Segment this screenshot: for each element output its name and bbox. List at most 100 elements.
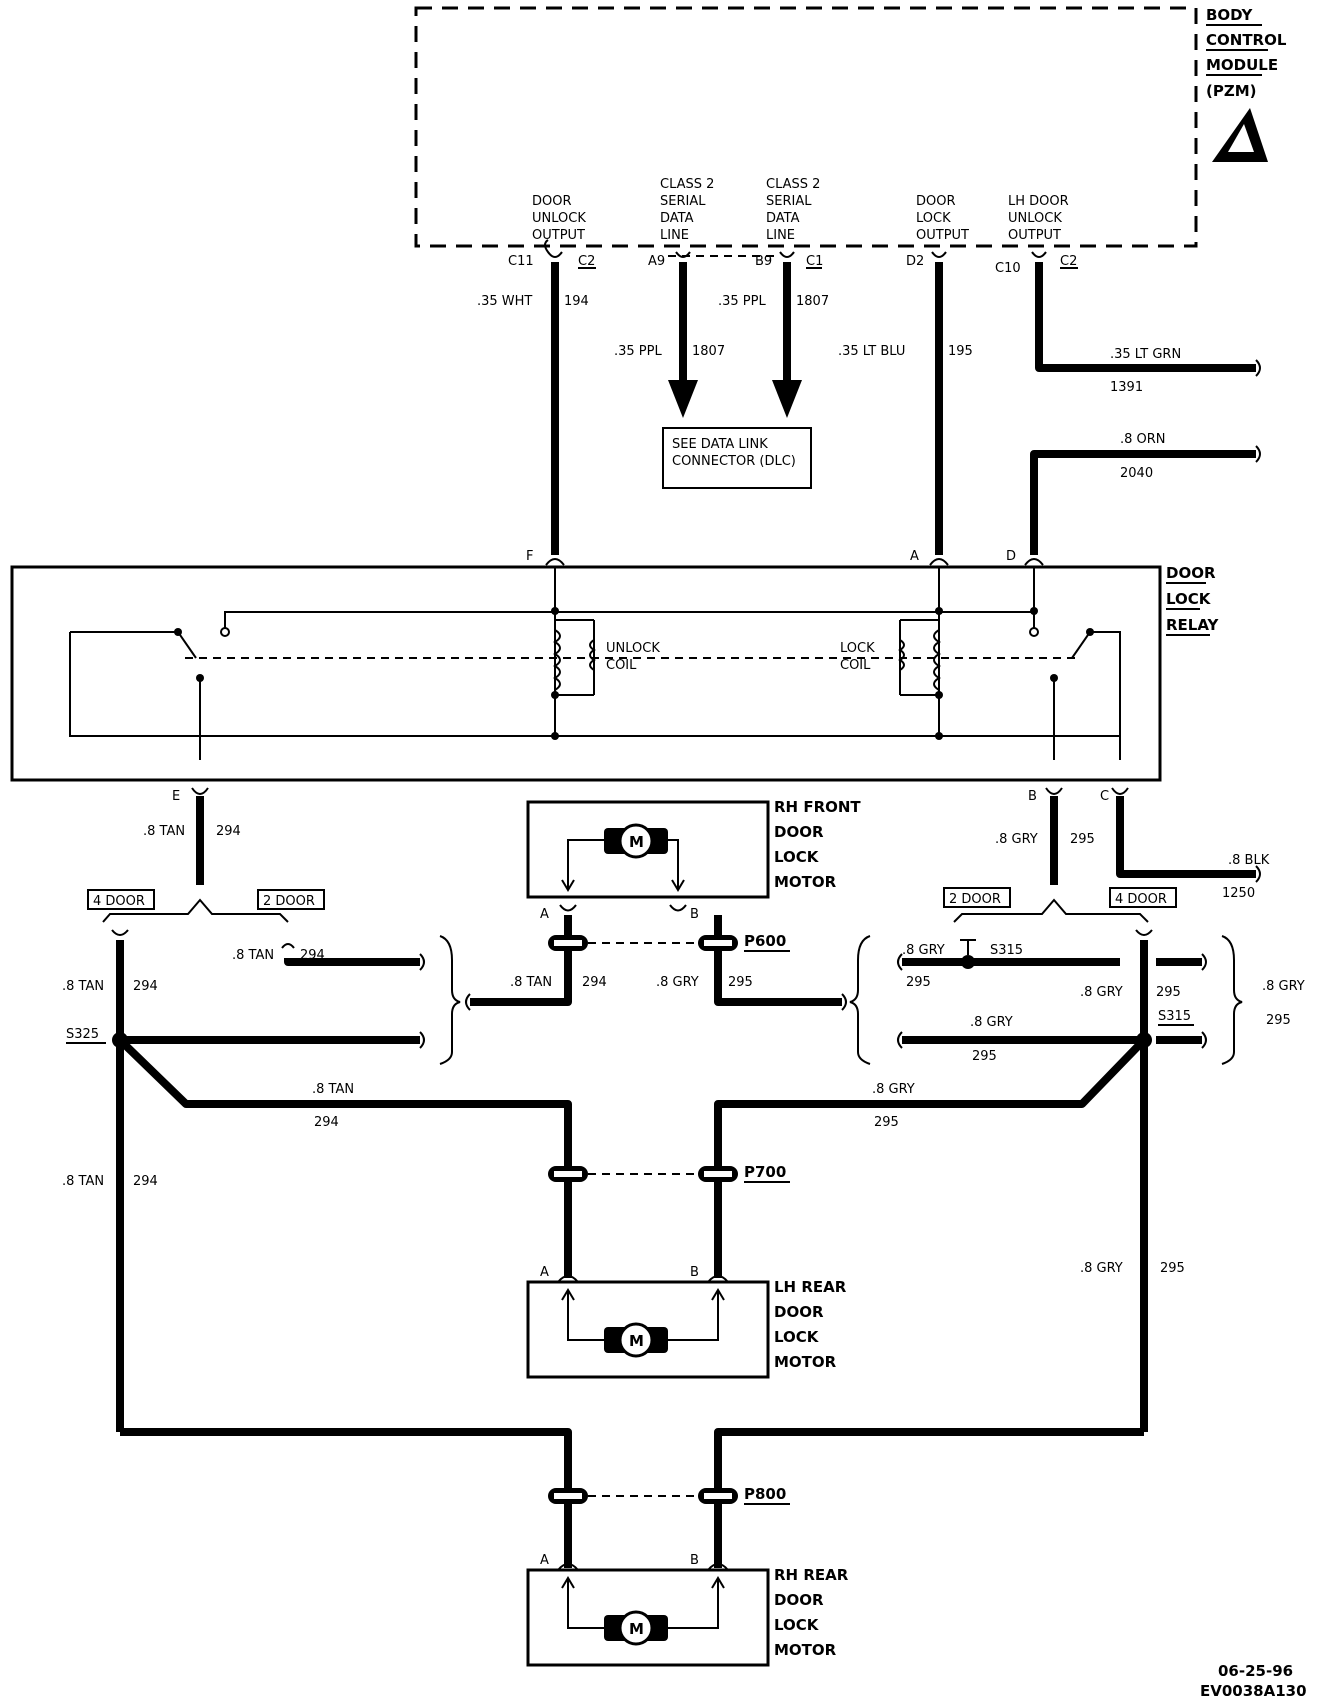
bcm-label-2: CONTROL [1206, 31, 1287, 49]
bcm-label-3: MODULE [1206, 56, 1278, 74]
wire-1250 [1116, 796, 1256, 878]
relay-label-2: LOCK [1166, 590, 1212, 608]
wire-2040-color: .8 ORN [1120, 432, 1166, 447]
wire-2040 [1030, 450, 1256, 555]
wire-1391 [1035, 262, 1256, 372]
rh-rear-pin-b: B [690, 1553, 699, 1568]
pin-c2-b: C2 [1060, 254, 1077, 269]
rh-front-motor-box [526, 800, 770, 899]
svg-text:LINE: LINE [660, 228, 689, 243]
wire-2040-num: 2040 [1120, 466, 1153, 481]
unlock-coil-label-2: COIL [606, 658, 637, 673]
wire-295-out-color: .8 GRY [1262, 979, 1305, 994]
wire-1807a-color: .35 PPL [614, 344, 662, 359]
option-2door-right [943, 887, 1011, 908]
wire-195-color: .35 LT BLU [838, 344, 905, 359]
relay-pin-f: F [526, 549, 533, 564]
wire-294-trunk-num: 294 [133, 979, 158, 994]
svg-text:LOCK: LOCK [774, 1328, 820, 1346]
dlc-box [662, 427, 812, 489]
wire-1807b-color: .35 PPL [718, 294, 766, 309]
wire-295-s315a-num: 295 [1156, 985, 1181, 1000]
wire-295-lhrear [714, 1037, 1147, 1278]
svg-text:LH REAR: LH REAR [774, 1278, 847, 1296]
svg-text:DOOR: DOOR [532, 194, 572, 209]
svg-text:UNLOCK: UNLOCK [1008, 211, 1062, 226]
wire-295-rhrear [714, 1428, 1144, 1568]
rh-front-motor-m: M [629, 833, 644, 851]
svg-text:DOOR: DOOR [774, 1303, 824, 1321]
wire-295-out-num: 295 [1266, 1013, 1291, 1028]
svg-text:OUTPUT: OUTPUT [1008, 228, 1061, 243]
wire-294-rhf-color: .8 TAN [510, 975, 552, 990]
svg-text:LH DOOR: LH DOOR [1008, 194, 1069, 209]
lock-coil-label-2: COIL [840, 658, 871, 673]
pin-c11: C11 [508, 254, 534, 269]
connector-p800 [548, 1488, 738, 1504]
svg-text:DOOR: DOOR [916, 194, 956, 209]
lh-rear-motor-box [526, 1280, 770, 1379]
wire-295-2door-num: 295 [906, 975, 931, 990]
wire-294-2door-color: .8 TAN [232, 948, 274, 963]
svg-text:DOOR: DOOR [774, 823, 824, 841]
dlc-label-1: SEE DATA LINK [672, 437, 768, 452]
wire-295-s315a-color: .8 GRY [1080, 985, 1123, 1000]
svg-text:MOTOR: MOTOR [774, 873, 837, 891]
wire-194-num: 194 [564, 294, 589, 309]
wire-294-lower-color: .8 TAN [62, 1174, 104, 1189]
lh-rear-pin-b: B [690, 1265, 699, 1280]
relay-box [10, 565, 1162, 782]
wire-295-lhr-num: 295 [874, 1115, 899, 1130]
rh-front-motor-label: RH FRONT DOOR LOCK MOTOR [774, 798, 861, 891]
wire-1391-num: 1391 [1110, 380, 1143, 395]
svg-text:LOCK: LOCK [774, 1616, 820, 1634]
class2-a-label: CLASS 2 SERIAL DATA LINE [660, 177, 714, 243]
pin-b9: B9 [755, 254, 772, 269]
p700-label: P700 [744, 1163, 786, 1181]
wire-294-trunk-color: .8 TAN [62, 979, 104, 994]
wire-294-relay-color: .8 TAN [143, 824, 185, 839]
relay-pin-c: C [1100, 789, 1109, 804]
class2-b-label: CLASS 2 SERIAL DATA LINE [766, 177, 820, 243]
lock-coil-label-1: LOCK [840, 641, 875, 656]
relay-pin-e: E [172, 789, 180, 804]
wire-294-lhr-color: .8 TAN [312, 1082, 354, 1097]
wire-1391-color: .35 LT GRN [1110, 347, 1181, 362]
lh-rear-pin-a: A [540, 1265, 549, 1280]
svg-text:2 DOOR: 2 DOOR [949, 892, 1001, 907]
relay-pin-b: B [1028, 789, 1037, 804]
svg-text:LOCK: LOCK [774, 848, 820, 866]
connector-p700 [548, 1166, 738, 1182]
wire-1807b-num: 1807 [796, 294, 829, 309]
diagram-date: 06-25-96 [1218, 1662, 1293, 1680]
wire-295-rhf-color: .8 GRY [656, 975, 699, 990]
pin-d2: D2 [906, 254, 924, 269]
svg-text:2 DOOR: 2 DOOR [263, 894, 315, 909]
unlock-output-label: DOOR UNLOCK OUTPUT [532, 194, 586, 243]
pin-a9: A9 [648, 254, 665, 269]
relay-pin-d: D [1006, 549, 1016, 564]
lh-unlock-output-label: LH DOOR UNLOCK OUTPUT [1008, 194, 1069, 243]
wire-294-rhrear [120, 1428, 572, 1568]
rh-rear-motor-m: M [629, 1620, 644, 1638]
wire-294-rhf-num: 294 [582, 975, 607, 990]
pin-c1: C1 [806, 254, 823, 269]
bcm-label-4: (PZM) [1206, 82, 1257, 100]
rh-rear-motor-label: RH REAR DOOR LOCK MOTOR [774, 1566, 849, 1659]
svg-text:SERIAL: SERIAL [766, 194, 812, 209]
wire-1250-color: .8 BLK [1228, 853, 1270, 868]
svg-text:RH FRONT: RH FRONT [774, 798, 861, 816]
s315-upper-label: S315 [990, 943, 1023, 958]
s315-lower-label: S315 [1158, 1009, 1191, 1024]
wire-195-num: 195 [948, 344, 973, 359]
svg-text:DATA: DATA [660, 211, 694, 226]
wire-295-relay-color: .8 GRY [995, 832, 1038, 847]
wire-294-relay-num: 294 [216, 824, 241, 839]
svg-text:SERIAL: SERIAL [660, 194, 706, 209]
lh-rear-motor-label: LH REAR DOOR LOCK MOTOR [774, 1278, 847, 1371]
unlock-coil-label-1: UNLOCK [606, 641, 660, 656]
esd-warning-icon [1212, 108, 1268, 162]
svg-text:LOCK: LOCK [916, 211, 951, 226]
svg-text:RH REAR: RH REAR [774, 1566, 849, 1584]
